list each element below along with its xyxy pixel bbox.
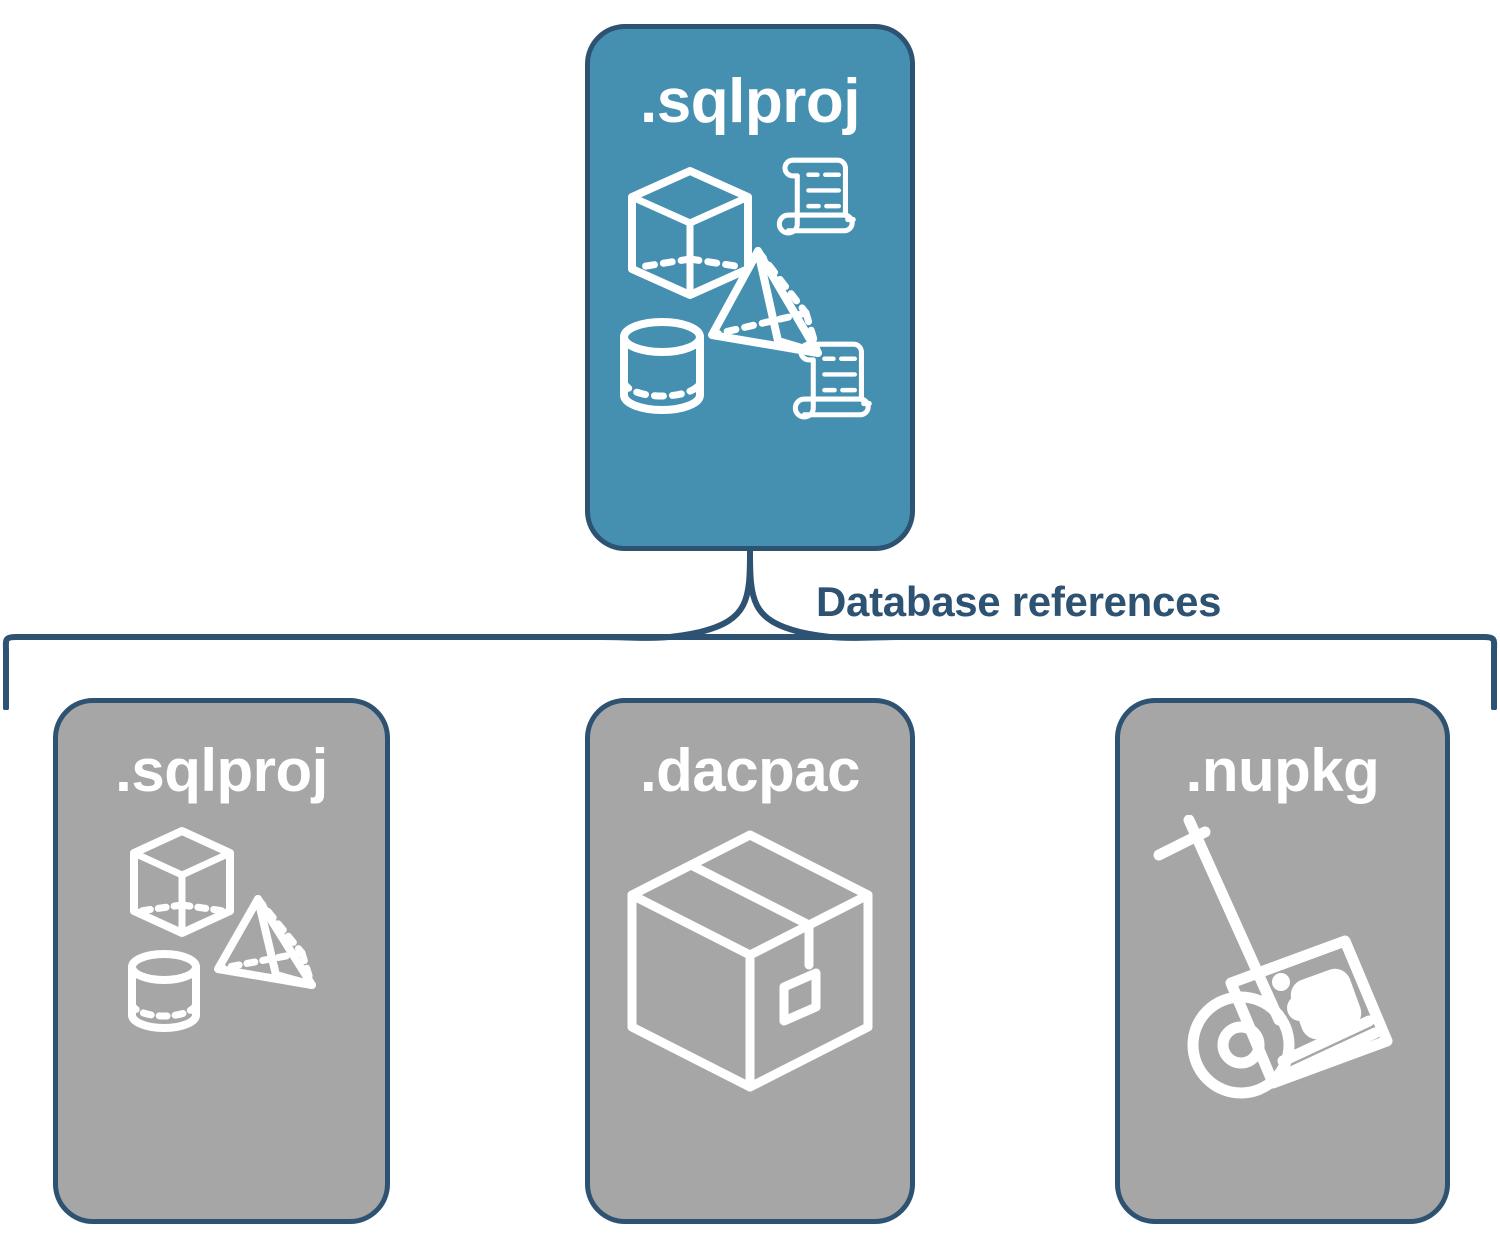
card-title-nupkg: .nupkg <box>1185 737 1380 804</box>
connector-label-database-references: Database references <box>816 578 1222 625</box>
card-title-sqlproj-reference: .sqlproj <box>115 737 328 804</box>
scroll-script-icon <box>792 341 872 420</box>
cylinder-wireframe-icon <box>127 950 200 1032</box>
package-box-icon-svg <box>627 830 873 1092</box>
brace-left-inner <box>597 549 753 641</box>
hand-truck-nuget-icon <box>1153 815 1392 1099</box>
database-objects-icons-svg <box>127 827 316 1032</box>
brace-right-tip <box>1481 634 1498 710</box>
cylinder-wireframe-icon <box>620 318 704 414</box>
database-objects-icons-svg <box>620 157 872 420</box>
node-card-dacpac[interactable]: .dacpac <box>585 698 915 1224</box>
package-box-icon <box>627 830 873 1092</box>
scroll-script-icon <box>776 157 856 236</box>
icon-group-package-box <box>600 815 900 1115</box>
card-title-dacpac: .dacpac <box>640 737 860 804</box>
node-card-sqlproj-reference[interactable]: .sqlproj <box>53 698 390 1224</box>
card-title-sqlproj-root: .sqlproj <box>640 67 860 136</box>
brace-left-tip <box>2 634 19 710</box>
hand-truck-nuget-icon-svg <box>1153 815 1392 1099</box>
pyramid-wireframe-icon <box>213 895 316 989</box>
nuget-logo-glyph <box>1271 968 1361 1040</box>
cube-wireframe-icon <box>129 827 234 937</box>
database-references-brace <box>2 549 1498 710</box>
icon-group-database-objects <box>600 141 900 441</box>
icon-group-hand-truck <box>1133 815 1433 1115</box>
node-card-nupkg[interactable]: .nupkg <box>1115 698 1450 1224</box>
icon-group-database-objects-ref <box>72 815 372 1115</box>
cube-wireframe-icon <box>628 167 752 299</box>
node-card-sqlproj-root[interactable]: .sqlproj <box>585 24 915 551</box>
